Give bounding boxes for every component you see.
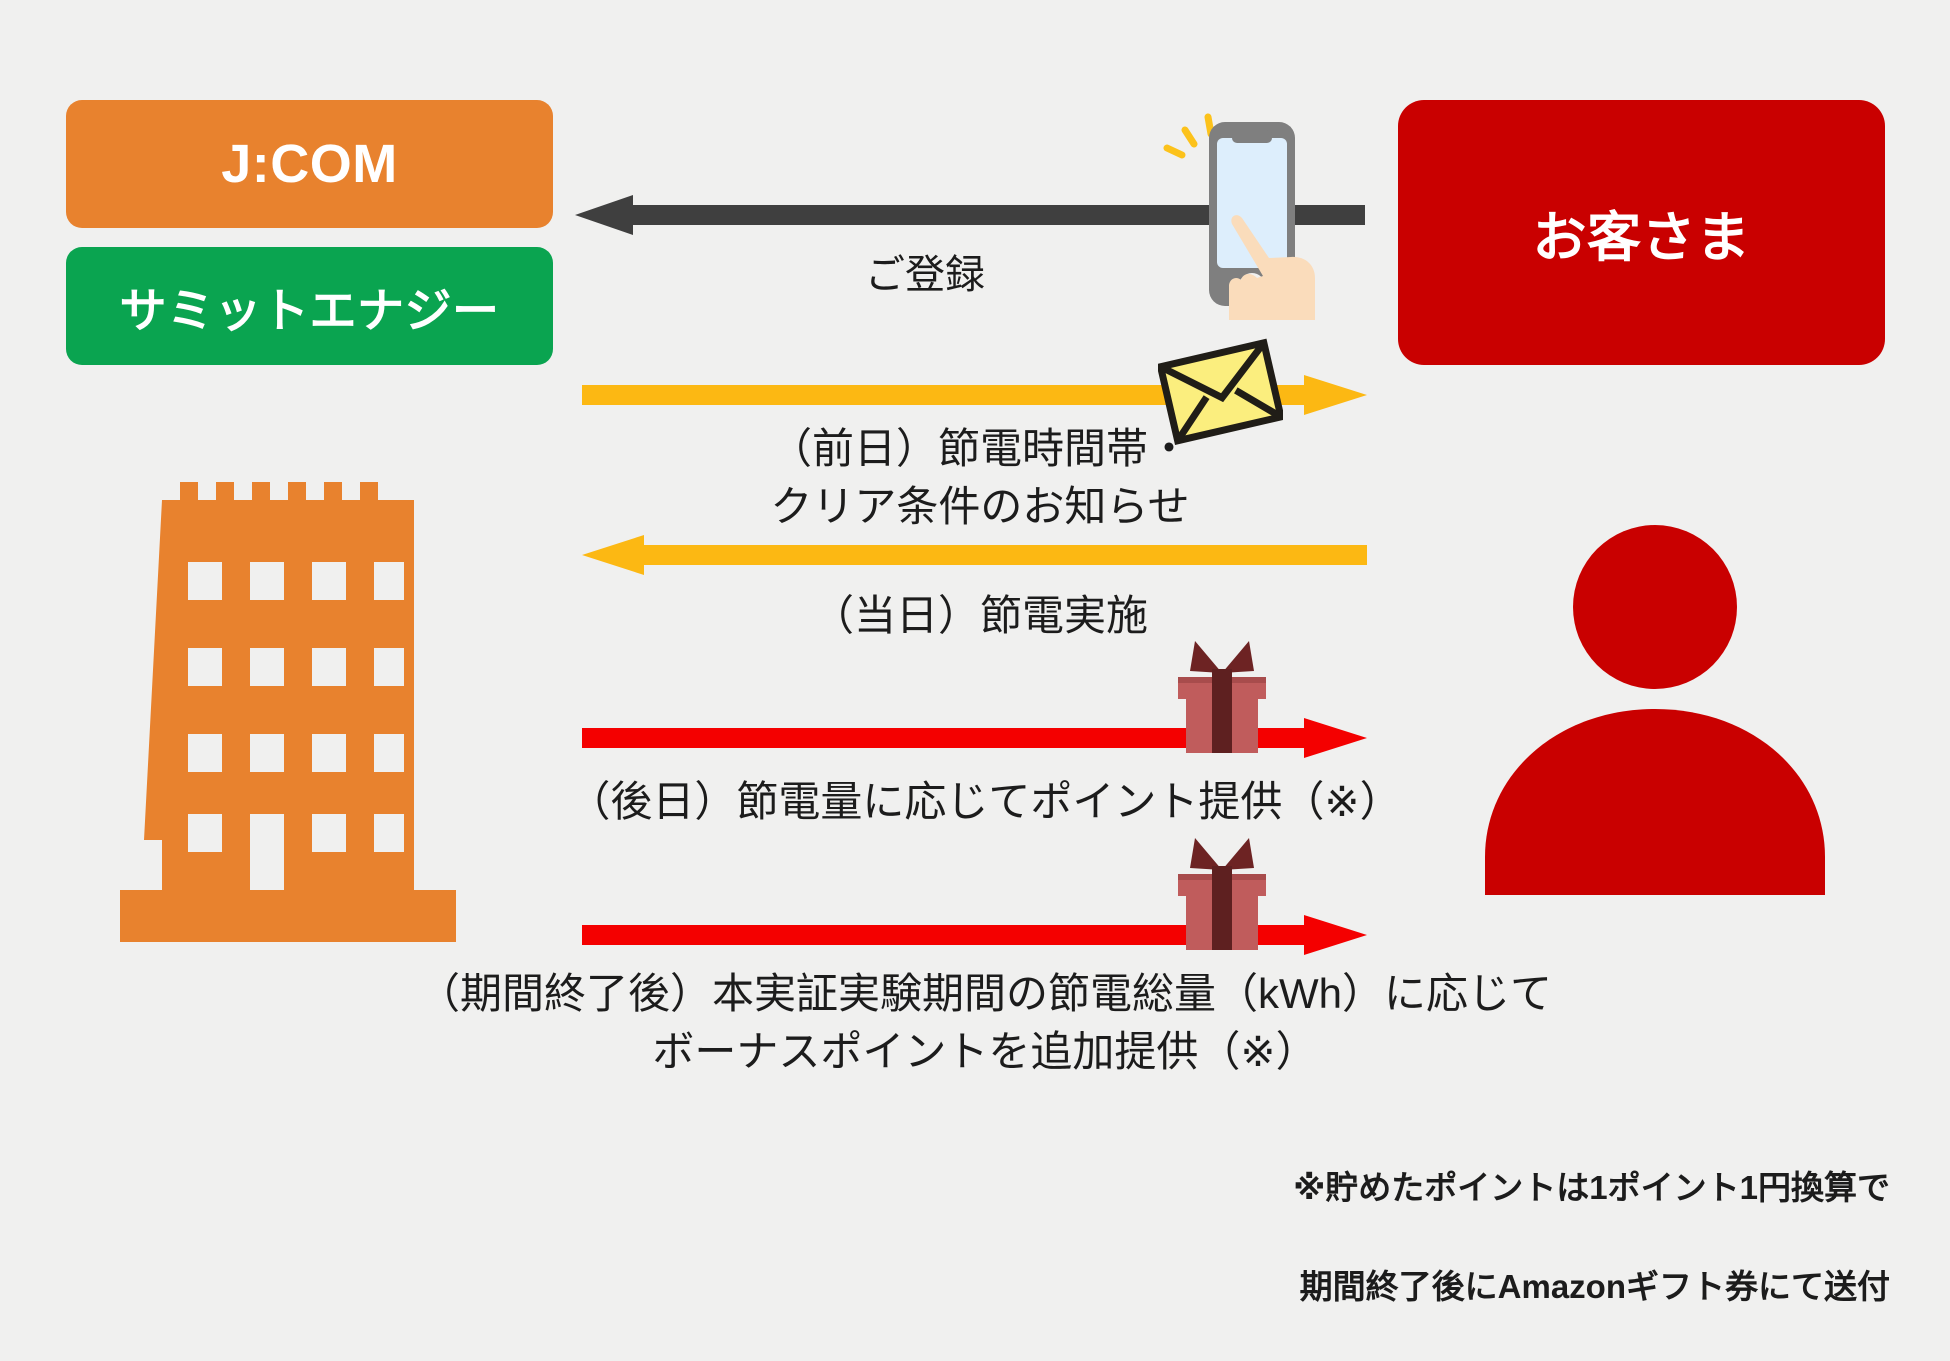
envelope-icon [1158,338,1283,445]
footnote: ※貯めたポイントは1ポイント1円換算で 期間終了後にAmazonギフト券にて送付 [1100,1113,1890,1361]
flow-label-registration: ご登録 [865,253,985,297]
person-icon [1485,525,1825,895]
arrow-registration [575,195,1365,235]
footnote-line2: 期間終了後にAmazonギフト券にて送付 [1299,1267,1890,1305]
flow-label-bonus-points-line2: ボーナスポイントを追加提供（※） [652,1027,1318,1075]
gift-box-icon [1178,838,1266,950]
arrow-points [582,718,1367,758]
actor-label-jcom: J:COM [221,134,398,194]
flow-label-notice-line1: （前日）節電時間帯・ [769,425,1190,472]
flow-label-notice-line2: クリア条件のお知らせ [770,482,1190,530]
flow-label-notice: （前日）節電時間帯・ クリア条件のお知らせ [560,420,1400,536]
phone-tap-icon [1163,113,1315,320]
actor-label-customer: お客さま [1532,208,1751,268]
flow-label-points: （後日）節電量に応じてポイント提供（※） [568,778,1402,825]
actor-box-jcom: J:COM [66,100,553,228]
actor-box-customer: お客さま [1398,100,1885,365]
actor-label-summit-energy: サミットエナジー [119,283,500,337]
flow-label-bonus-points-line1: （期間終了後）本実証実験期間の節電総量（kWh）に応じて [417,970,1552,1017]
arrow-notice [582,375,1367,415]
diagram-canvas: J:COM サミットエナジー お客さま [66,100,1890,1305]
building-icon [120,482,456,942]
footnote-line1: ※貯めたポイントは1ポイント1円換算で [1293,1168,1890,1206]
actor-box-summit-energy: サミットエナジー [66,247,553,365]
flow-label-execute: （当日）節電実施 [811,592,1148,639]
flow-label-bonus-points: （期間終了後）本実証実験期間の節電総量（kWh）に応じて ボーナスポイントを追加… [330,965,1640,1081]
arrow-execute [582,535,1367,575]
gift-box-icon [1178,641,1266,753]
arrow-bonus-points [582,915,1367,955]
